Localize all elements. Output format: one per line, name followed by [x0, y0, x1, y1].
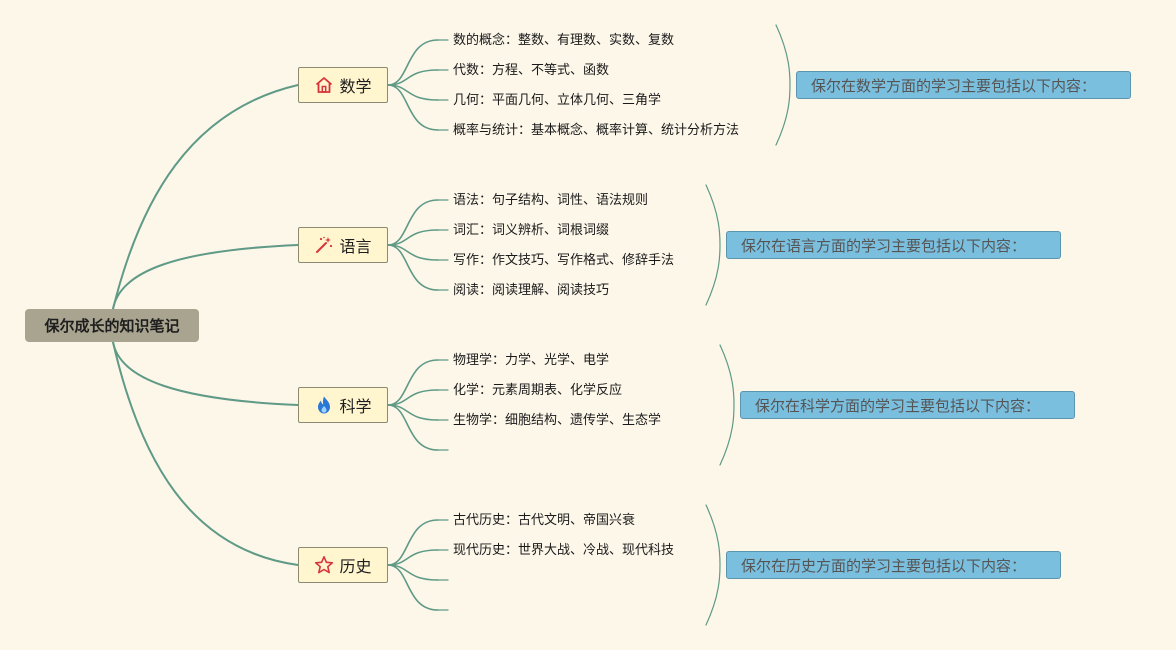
summary-brace-3	[705, 504, 721, 626]
topic-node-language[interactable]: 语言	[298, 227, 388, 263]
topic-2-leaf-branch-0	[387, 359, 439, 406]
root-node[interactable]: 保尔成长的知识笔记	[25, 309, 199, 342]
topic-2-leaf-branch-3	[387, 404, 439, 451]
summary-brace-2	[719, 344, 735, 466]
leaf-math-2[interactable]: 代数：方程、不等式、函数	[453, 63, 610, 78]
leaf-math-4[interactable]: 概率与统计：基本概念、概率计算、统计分析方法	[453, 123, 740, 138]
leaf-language-2[interactable]: 词汇：词义辨析、词根词缀	[453, 223, 610, 238]
leaf-language-1[interactable]: 语法：句子结构、词性、语法规则	[453, 193, 649, 208]
topic-node-science[interactable]: 科学	[298, 387, 388, 423]
root-branch-history	[112, 341, 299, 566]
summary-brace-0	[775, 24, 791, 146]
topic-3-leaf-branch-3	[387, 564, 439, 611]
topic-3-leaf-branch-0	[387, 519, 439, 566]
topic-1-leaf-branch-3	[387, 244, 439, 291]
leaf-math-1[interactable]: 数的概念：整数、有理数、实数、复数	[453, 33, 675, 48]
leaf-science-2[interactable]: 化学：元素周期表、化学反应	[453, 383, 623, 398]
leaf-language-4[interactable]: 阅读：阅读理解、阅读技巧	[453, 283, 610, 298]
topic-node-math[interactable]: 数学	[298, 67, 388, 103]
summary-math[interactable]: 保尔在数学方面的学习主要包括以下内容：	[796, 71, 1131, 99]
root-branch-science	[112, 341, 299, 406]
magic-wand-icon	[314, 235, 334, 255]
topic-label-language: 语言	[339, 237, 372, 256]
topic-label-math: 数学	[339, 77, 372, 96]
summary-language[interactable]: 保尔在语言方面的学习主要包括以下内容：	[726, 231, 1061, 259]
leaf-science-3[interactable]: 生物学：细胞结构、遗传学、生态学	[453, 413, 662, 428]
leaf-science-1[interactable]: 物理学：力学、光学、电学	[453, 353, 610, 368]
leaf-history-2[interactable]: 现代历史：世界大战、冷战、现代科技	[453, 543, 675, 558]
topic-1-leaf-branch-0	[387, 199, 439, 246]
summary-science[interactable]: 保尔在科学方面的学习主要包括以下内容：	[740, 391, 1075, 419]
topic-0-leaf-branch-3	[387, 84, 439, 131]
leaf-language-3[interactable]: 写作：作文技巧、写作格式、修辞手法	[453, 253, 675, 268]
summary-brace-1	[705, 184, 721, 306]
star-icon	[314, 555, 334, 575]
summary-history[interactable]: 保尔在历史方面的学习主要包括以下内容：	[726, 551, 1061, 579]
topic-label-science: 科学	[339, 397, 372, 416]
root-branch-math	[112, 84, 299, 310]
root-label: 保尔成长的知识笔记	[44, 317, 180, 335]
topic-0-leaf-branch-0	[387, 39, 439, 86]
topic-node-history[interactable]: 历史	[298, 547, 388, 583]
root-branch-language	[112, 244, 299, 310]
flame-icon	[314, 395, 334, 415]
topic-label-history: 历史	[339, 557, 372, 576]
leaf-math-3[interactable]: 几何：平面几何、立体几何、三角学	[453, 93, 662, 108]
leaf-history-1[interactable]: 古代历史：古代文明、帝国兴衰	[453, 513, 636, 528]
home-icon	[314, 75, 334, 95]
